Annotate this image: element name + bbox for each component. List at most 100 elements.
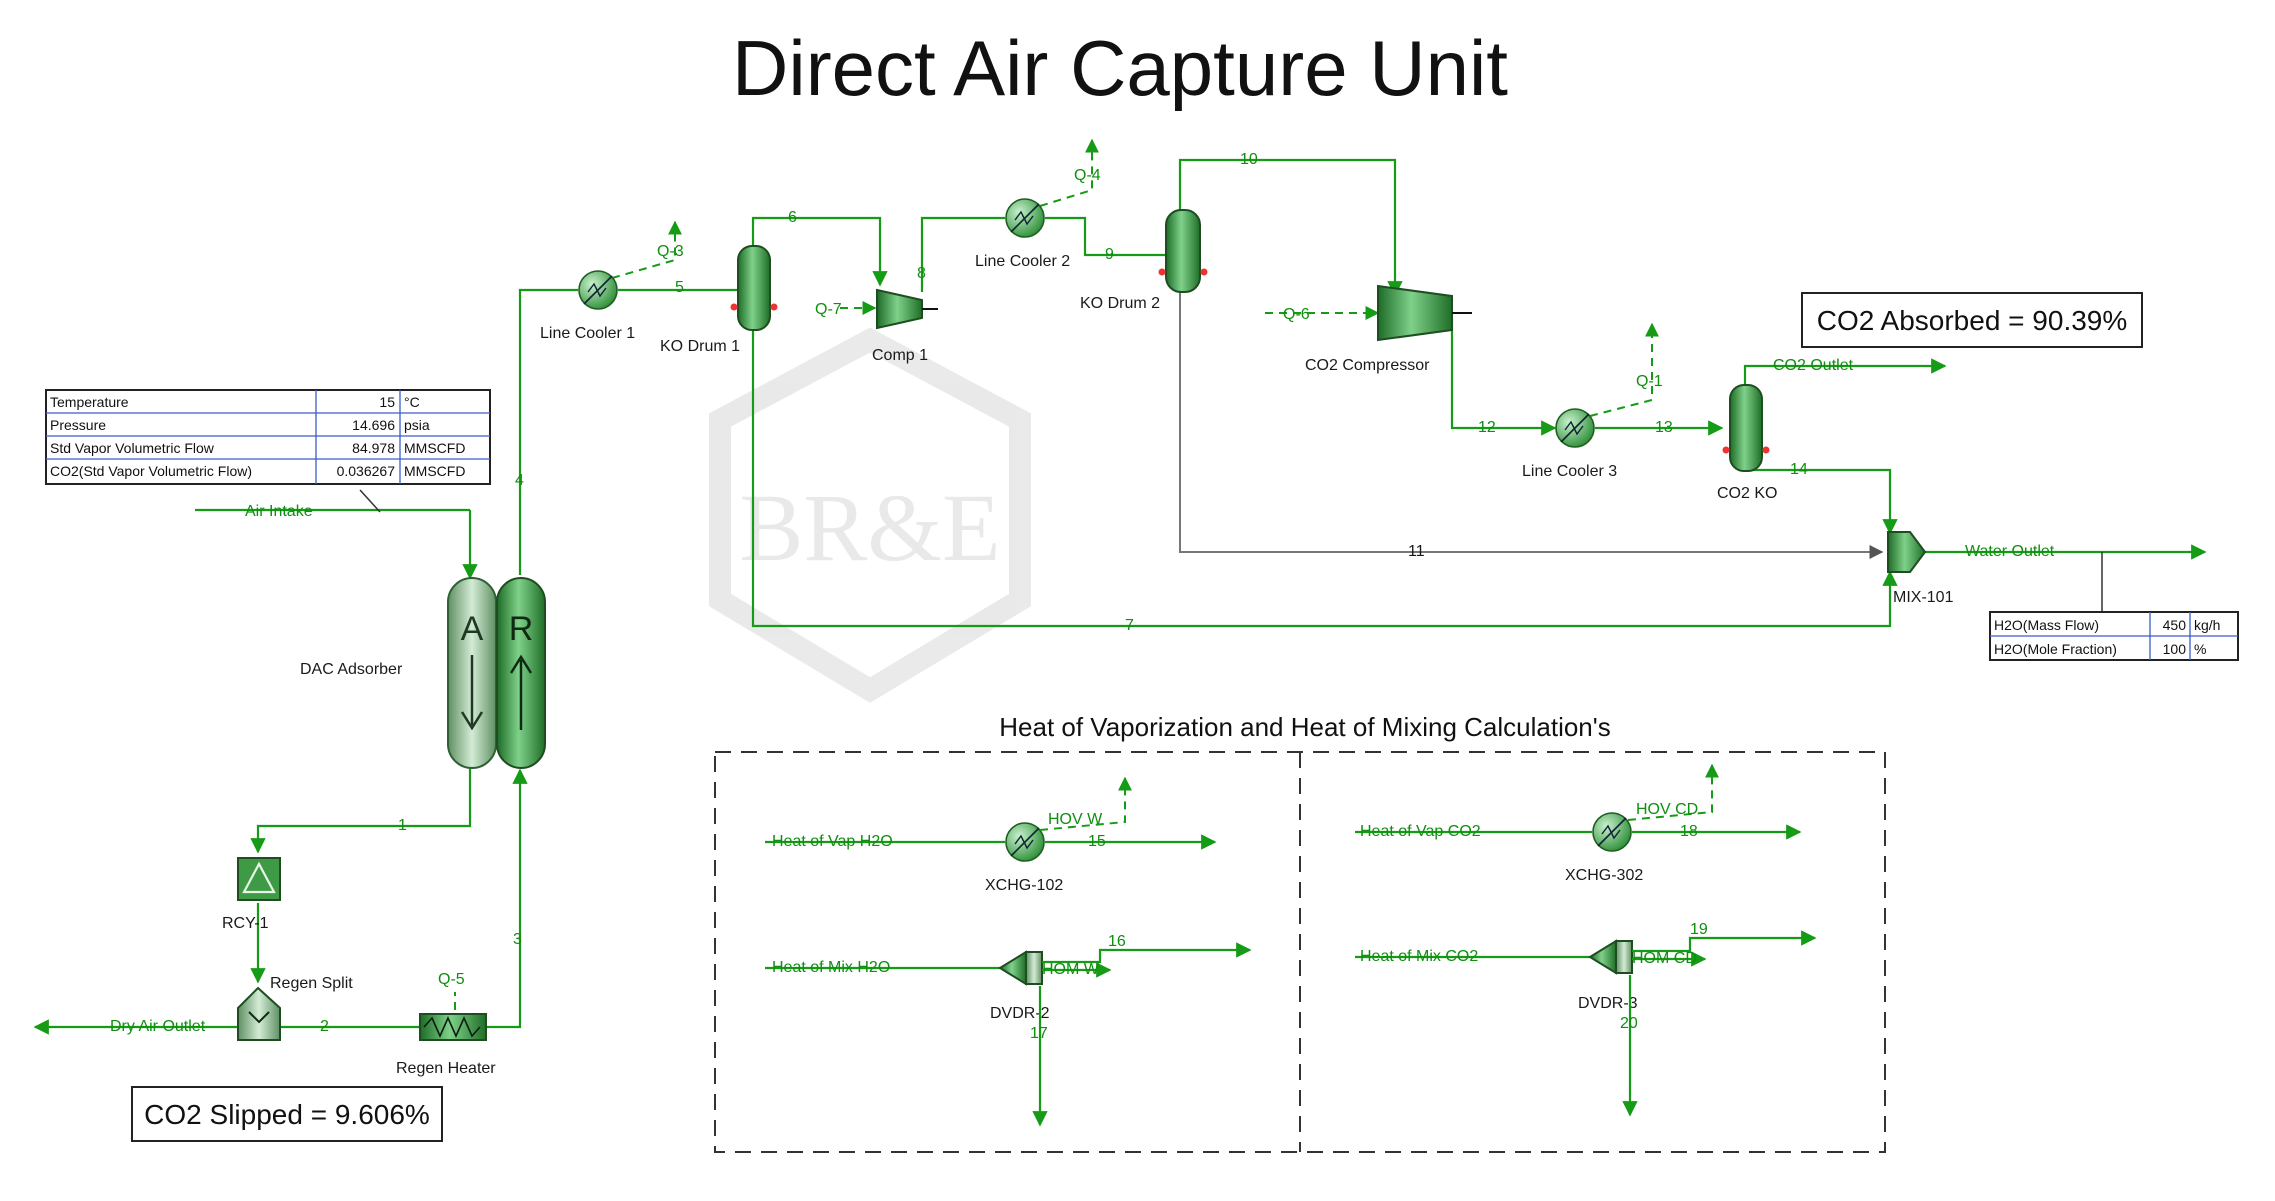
- co2-ko-port: [1722, 446, 1730, 454]
- ko-drum-1-port: [730, 303, 738, 311]
- co2-absorbed-frame: [1801, 292, 2143, 348]
- regen-heater[interactable]: [419, 1013, 487, 1041]
- xchg-302-label: XCHG-302: [1565, 867, 1643, 884]
- stream-8-line: [920, 216, 1005, 292]
- co2-compressor[interactable]: [1377, 284, 1472, 342]
- stream-14-label: 14: [1790, 461, 1808, 478]
- stream-co2-outlet-label: CO2 Outlet: [1773, 357, 1854, 374]
- regen-heater-coil: [423, 1016, 481, 1038]
- co2-ko[interactable]: [1722, 384, 1770, 472]
- inlet-row-unit: MMSCFD: [404, 463, 465, 479]
- stream-9-label: 9: [1105, 246, 1114, 263]
- stream-8-label: 8: [917, 265, 926, 282]
- stream-7-label: 7: [1125, 617, 1134, 634]
- energy-q1-line: [1589, 322, 1659, 417]
- dvdr-3[interactable]: [1588, 939, 1633, 975]
- stream-co2-outlet-line: [1743, 358, 1947, 385]
- regen-split[interactable]: [237, 986, 281, 1041]
- watermark-logo: BR&E: [709, 327, 1031, 703]
- stream-heat-vap-co2-label: Heat of Vap CO2: [1360, 823, 1481, 840]
- inlet-row-value: 15: [379, 394, 395, 410]
- regen-split-arrow: [248, 1011, 270, 1024]
- comp-1-label: Comp 1: [872, 347, 928, 364]
- outlet-row-value: 100: [2163, 641, 2187, 657]
- energy-q6-label: Q-6: [1283, 306, 1310, 323]
- inlet-row-unit: psia: [404, 417, 430, 433]
- ko-drum-1-vessel: [737, 245, 771, 331]
- line-cooler-2-coil: [1014, 210, 1034, 226]
- dvdr-2-label: DVDR-2: [990, 1005, 1050, 1022]
- energy-hov-w-line: [1039, 776, 1132, 831]
- energy-hom-cd-label: HOM CD: [1632, 950, 1697, 967]
- dvdr-2-box: [1025, 951, 1043, 985]
- outlet-row-name: H2O(Mass Flow): [1994, 617, 2099, 633]
- line-cooler-3-diag: [1560, 413, 1590, 443]
- co2-absorbed-text: CO2 Absorbed = 90.39%: [1817, 305, 2128, 336]
- inlet-row-unit: °C: [404, 394, 420, 410]
- energy-hov-cd-label: HOV CD: [1636, 801, 1698, 818]
- dvdr-3-label: DVDR-3: [1578, 995, 1638, 1012]
- regen-split-label: Regen Split: [270, 975, 353, 992]
- inlet-table-frame: [45, 389, 491, 485]
- line-cooler-3[interactable]: [1555, 408, 1595, 448]
- xchg-302[interactable]: [1592, 812, 1632, 852]
- xchg-102-diag: [1010, 827, 1040, 857]
- stream-18-label: 18: [1680, 823, 1698, 840]
- dac-adsorber[interactable]: A R: [447, 577, 546, 769]
- stream-12-line: [1450, 318, 1557, 436]
- recycle-block[interactable]: [237, 857, 281, 901]
- stream-7-line: [751, 330, 1898, 628]
- regen-split-body: [237, 986, 281, 1041]
- stream-14-line: [1745, 468, 1898, 535]
- mix-101-label: MIX-101: [1893, 589, 1954, 606]
- line-cooler-1[interactable]: [578, 270, 618, 310]
- stream-4-label: 4: [515, 472, 524, 489]
- stream-3-label: 3: [513, 931, 522, 948]
- stream-1-line: [250, 760, 472, 854]
- co2-ko-vessel: [1729, 384, 1763, 472]
- ko-drum-1-port-2: [770, 303, 778, 311]
- energy-hov-w-label: HOV W: [1048, 811, 1103, 828]
- stream-10-label: 10: [1240, 151, 1258, 168]
- stream-air-intake-label: Air Intake: [245, 503, 313, 520]
- stream-water-outlet-label: Water Outlet: [1965, 543, 2055, 560]
- energy-hov-cd-line: [1627, 763, 1719, 821]
- stream-heat-mix-co2-label: Heat of Mix CO2: [1360, 948, 1478, 965]
- comp-1-body: [876, 288, 923, 330]
- ko-drum-2[interactable]: [1158, 209, 1208, 293]
- energy-q3-line: [611, 220, 682, 279]
- ko-drum-2-port: [1158, 268, 1166, 276]
- stream-17-label: 17: [1030, 1025, 1048, 1042]
- stream-heat-vap-h2o-label: Heat of Vap H2O: [772, 833, 893, 850]
- energy-q4-line: [1039, 138, 1099, 207]
- stream-5-label: 5: [675, 279, 684, 296]
- mix-101[interactable]: [1887, 531, 1927, 573]
- stream-6-label: 6: [788, 209, 797, 226]
- inlet-row-name: CO2(Std Vapor Volumetric Flow): [50, 463, 252, 479]
- adsorber-r-label: R: [509, 610, 534, 648]
- water-outlet-table: H2O(Mass Flow) 450 kg/h H2O(Mole Fractio…: [1989, 611, 2239, 661]
- stream-3-line: [486, 768, 528, 1029]
- line-cooler-2[interactable]: [1005, 198, 1045, 238]
- outlet-row-value: 450: [2163, 617, 2187, 633]
- co2-slipped-box: CO2 Slipped = 9.606%: [131, 1086, 443, 1142]
- stream-13-label: 13: [1655, 419, 1673, 436]
- line-cooler-1-label: Line Cooler 1: [540, 325, 635, 342]
- regen-heater-body: [419, 1013, 487, 1041]
- ko-drum-1[interactable]: [730, 245, 778, 331]
- inlet-row-value: 84.978: [352, 440, 395, 456]
- dvdr-2[interactable]: [998, 950, 1043, 986]
- energy-hom-w-label: HOM W: [1042, 961, 1100, 978]
- stream-16-label: 16: [1108, 933, 1126, 950]
- co2-slipped-frame: [131, 1086, 443, 1142]
- inlet-row-name: Temperature: [50, 394, 129, 410]
- diagram-title: Direct Air Capture Unit: [732, 24, 1508, 112]
- stream-20-label: 20: [1620, 1015, 1638, 1032]
- xchg-102[interactable]: [1005, 822, 1045, 862]
- comp-1[interactable]: [876, 288, 938, 330]
- stream-15-label: 15: [1088, 833, 1106, 850]
- xchg-302-coil: [1601, 824, 1621, 840]
- regen-heater-label: Regen Heater: [396, 1060, 496, 1077]
- co2-ko-port-2: [1762, 446, 1770, 454]
